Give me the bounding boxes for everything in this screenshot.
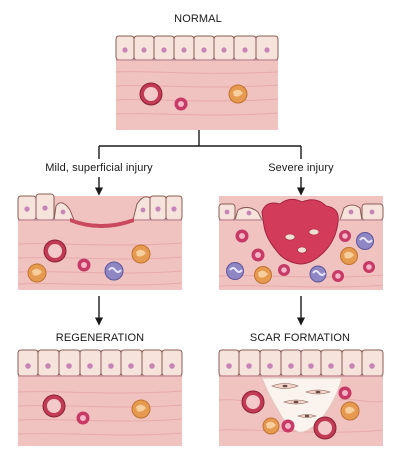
epithelium-layer xyxy=(218,349,384,377)
lymphocyte xyxy=(77,258,91,272)
blood-vessel xyxy=(313,416,337,440)
tissue-fibers xyxy=(17,242,183,286)
blood-vessel xyxy=(139,82,163,106)
macrophage xyxy=(340,401,360,421)
lymphocyte xyxy=(251,248,265,262)
epithelial-nuclei xyxy=(24,205,177,215)
branch-connector xyxy=(98,130,302,159)
blood-vessel xyxy=(241,390,265,414)
panel-normal xyxy=(115,35,279,130)
neutrophil xyxy=(226,262,244,280)
macrophage xyxy=(340,247,358,265)
epithelial-nuclei xyxy=(122,47,270,53)
panel-mild-injury xyxy=(17,193,183,290)
lymphocyte xyxy=(174,97,188,111)
neutrophil xyxy=(309,265,327,283)
macrophage xyxy=(131,244,151,264)
tissue-fibers xyxy=(17,390,183,436)
blood-clot xyxy=(261,198,339,265)
epithelium-layer xyxy=(115,35,279,61)
neutrophil xyxy=(356,232,374,250)
panel-scar-formation xyxy=(218,349,384,446)
lymphocyte xyxy=(338,386,352,400)
lymphocyte xyxy=(339,230,351,242)
macrophage xyxy=(262,417,280,435)
lymphocyte xyxy=(235,229,249,243)
epithelium-layer xyxy=(17,349,183,377)
lymphocyte xyxy=(278,264,290,276)
neutrophil xyxy=(104,261,124,281)
epithelial-nuclei xyxy=(226,363,375,369)
epithelial-nuclei xyxy=(25,363,175,369)
panel-regeneration xyxy=(17,349,183,446)
blood-vessel xyxy=(42,394,66,418)
label-mild-injury: Mild, superficial injury xyxy=(45,162,153,174)
superficial-wound xyxy=(70,218,134,228)
epithelial-nuclei xyxy=(224,209,375,216)
lymphocyte xyxy=(363,261,375,273)
lymphocyte xyxy=(76,411,90,425)
macrophage xyxy=(27,263,47,283)
macrophage xyxy=(254,266,272,284)
macrophage xyxy=(131,399,151,419)
label-regeneration: REGENERATION xyxy=(55,332,145,344)
macrophage xyxy=(228,84,248,104)
blood-vessel xyxy=(43,239,67,263)
label-severe-injury: Severe injury xyxy=(268,162,334,174)
label-scar-formation: SCAR FORMATION xyxy=(249,332,351,344)
lymphocyte xyxy=(332,270,344,282)
panel-severe-injury xyxy=(218,196,384,290)
label-normal: NORMAL xyxy=(174,13,222,25)
clot-platelets xyxy=(284,228,320,254)
lymphocyte xyxy=(281,419,295,433)
fibroblast-nuclei xyxy=(282,384,321,418)
